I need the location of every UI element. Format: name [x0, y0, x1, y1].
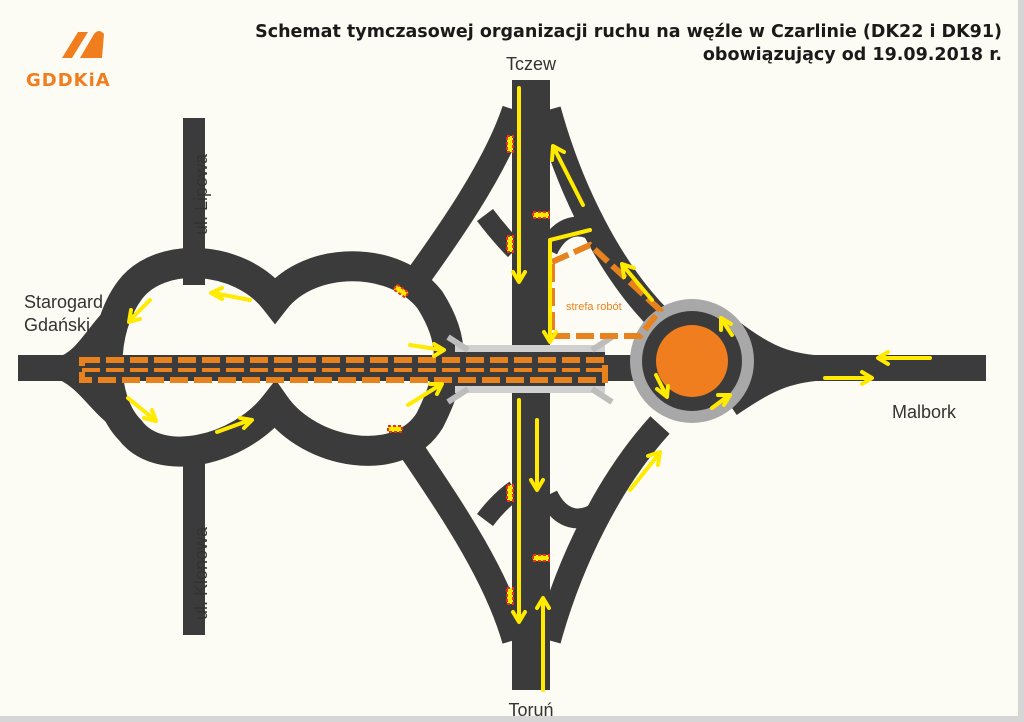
ramp-sw — [394, 432, 528, 644]
title-line-2: obowiązujący od 19.09.2018 r. — [703, 45, 1002, 65]
label-starogard-line-1: Starogard — [24, 292, 103, 312]
roundabout-island — [656, 325, 728, 397]
label-ul-klonowa: ul. Klonowa — [191, 526, 211, 620]
road-west-roundabout — [92, 247, 464, 467]
gddkia-logo-icon — [62, 31, 104, 58]
ramp-nw — [394, 105, 528, 303]
label-starogard-line-2: Gdański — [24, 315, 90, 335]
work-zone-label: strefa robót — [566, 301, 622, 313]
work-zone-bridge — [79, 357, 608, 383]
label-malbork: Malbork — [892, 402, 957, 422]
logo-text: GDDKiA — [26, 70, 111, 91]
signal-markers — [387, 135, 550, 605]
label-torun: Toruń — [508, 700, 553, 720]
title-line-1: Schemat tymczasowej organizacji ruchu na… — [255, 22, 1002, 42]
ramp-se — [535, 416, 670, 644]
label-tczew: Tczew — [506, 54, 557, 74]
traffic-arrows — [126, 86, 932, 692]
east-roundabout — [630, 299, 754, 423]
label-ul-lipowa: ul. Lipowa — [191, 153, 211, 235]
